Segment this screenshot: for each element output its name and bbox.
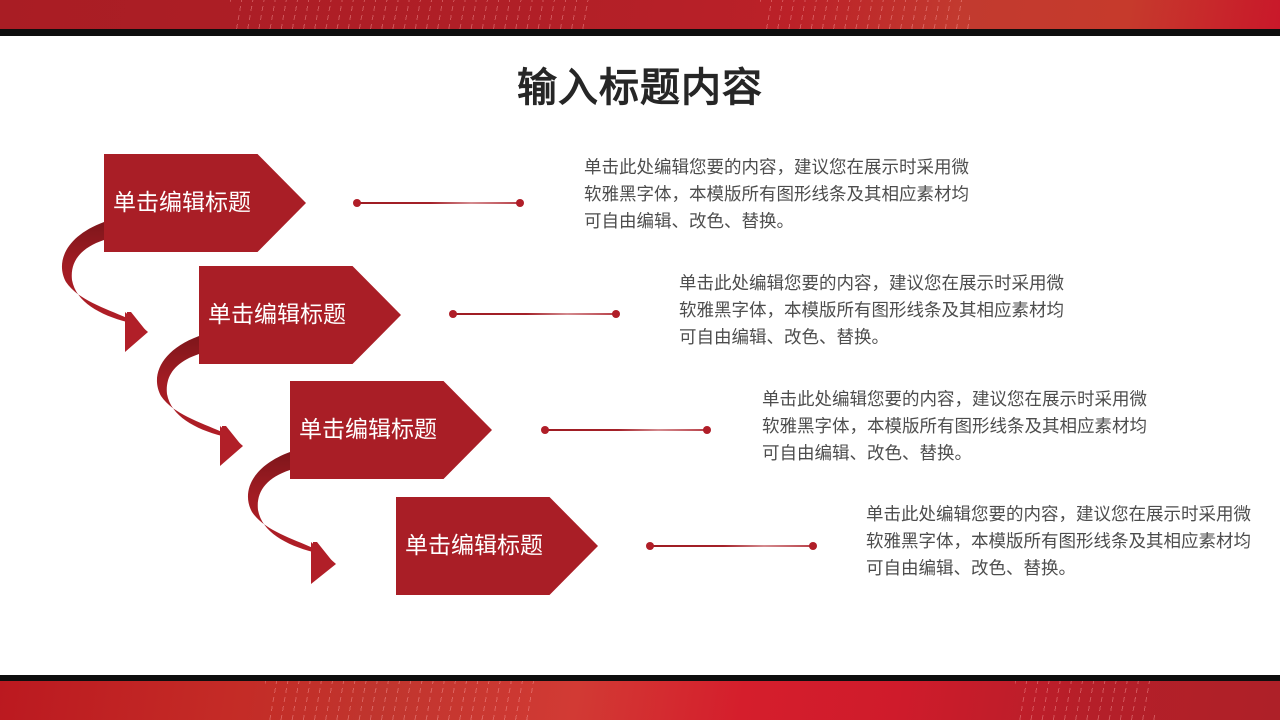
top-decorative-band <box>0 0 1280 29</box>
curved-arrow-icon <box>247 452 336 584</box>
halftone-pattern <box>230 0 590 29</box>
step-2-title-box[interactable]: 单击编辑标题 <box>199 266 401 364</box>
dot-icon <box>703 426 711 434</box>
step-4-description[interactable]: 单击此处编辑您要的内容，建议您在展示时采用微软雅黑字体，本模版所有图形线条及其相… <box>866 505 1251 579</box>
step-3-connector <box>541 426 711 434</box>
dot-icon <box>516 199 524 207</box>
step-4-title: 单击编辑标题 <box>405 532 543 559</box>
step-3-title: 单击编辑标题 <box>299 416 437 443</box>
step-2-connector <box>449 310 620 318</box>
step-2-title: 单击编辑标题 <box>208 301 346 328</box>
step-3-title-box[interactable]: 单击编辑标题 <box>290 381 492 479</box>
curved-arrow-icon <box>156 336 243 466</box>
halftone-pattern <box>760 0 970 29</box>
dot-icon <box>353 199 361 207</box>
curved-arrow-icon <box>61 222 148 352</box>
top-black-stripe <box>0 29 1280 36</box>
connector-line <box>650 545 813 547</box>
step-2-description[interactable]: 单击此处编辑您要的内容，建议您在展示时采用微软雅黑字体，本模版所有图形线条及其相… <box>679 274 1064 348</box>
connector-line <box>357 202 520 204</box>
dot-icon <box>541 426 549 434</box>
step-3-description[interactable]: 单击此处编辑您要的内容，建议您在展示时采用微软雅黑字体，本模版所有图形线条及其相… <box>762 390 1147 464</box>
step-1-description[interactable]: 单击此处编辑您要的内容，建议您在展示时采用微软雅黑字体，本模版所有图形线条及其相… <box>584 158 969 232</box>
halftone-pattern <box>1015 681 1155 720</box>
page-title: 输入标题内容 <box>517 65 763 111</box>
step-1-title-box[interactable]: 单击编辑标题 <box>104 154 306 252</box>
step-4-title-box[interactable]: 单击编辑标题 <box>396 497 598 595</box>
step-1-connector <box>353 199 524 207</box>
step-4-connector <box>646 542 817 550</box>
dot-icon <box>449 310 457 318</box>
bottom-black-stripe <box>0 675 1280 681</box>
connector-line <box>545 429 707 431</box>
halftone-pattern <box>265 681 535 720</box>
dot-icon <box>809 542 817 550</box>
dot-icon <box>646 542 654 550</box>
connector-line <box>453 313 616 315</box>
step-1-title: 单击编辑标题 <box>113 189 251 216</box>
bottom-decorative-band <box>0 681 1280 720</box>
dot-icon <box>612 310 620 318</box>
